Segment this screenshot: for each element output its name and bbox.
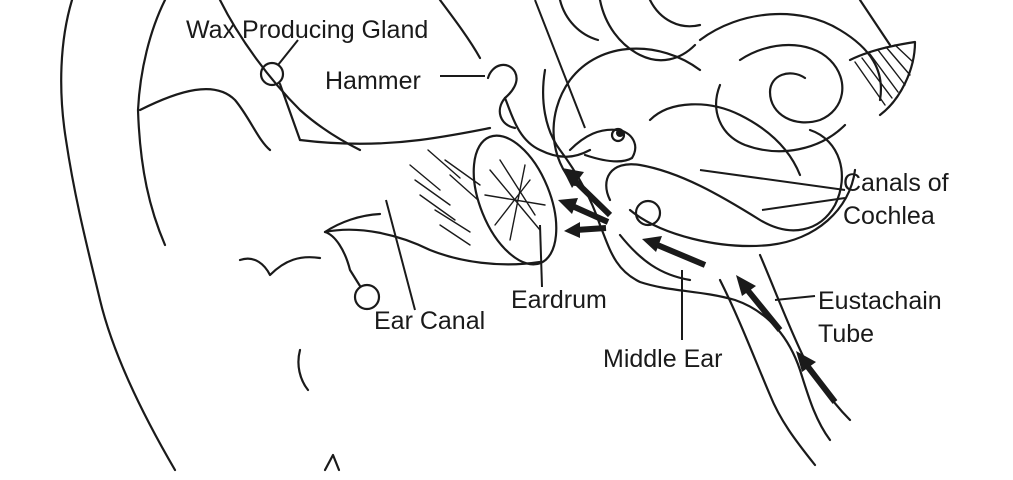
label-eustachian-line2: Tube — [818, 320, 874, 348]
ear-canal-walls — [298, 126, 542, 266]
label-canals-line1: Canals of — [843, 169, 949, 197]
arrow-4 — [653, 241, 707, 268]
ear-canal-leader — [385, 199, 416, 311]
wax-gland-lower — [323, 212, 382, 311]
label-eardrum: Eardrum — [511, 286, 607, 314]
auditory-nerve — [848, 0, 917, 117]
leader-lines — [277, 0, 846, 340]
eardrum-leader — [539, 224, 543, 288]
wax-gland-upper — [259, 61, 302, 142]
canals-leader-a — [699, 169, 846, 191]
sound-arrows — [558, 168, 838, 404]
arrow-6 — [802, 361, 838, 404]
label-canals-line2: Cochlea — [843, 202, 935, 230]
label-ear-canal: Ear Canal — [374, 307, 485, 335]
arrow-3 — [575, 225, 607, 233]
arrow-2 — [568, 202, 610, 225]
stirrup-leader — [534, 0, 586, 129]
arrow-1 — [569, 175, 613, 218]
label-hammer: Hammer — [325, 67, 421, 95]
outer-ear — [60, 0, 482, 472]
arrow-5 — [742, 285, 783, 332]
label-eustachian-line1: Eustachain — [818, 287, 942, 315]
canals-leader-b — [761, 197, 846, 211]
eustachian-leader — [774, 295, 816, 301]
label-wax-producing-gland: Wax Producing Gland — [186, 16, 428, 44]
cochlea — [552, 0, 883, 248]
wax-gland-leader — [277, 39, 299, 66]
ossicle-chain — [568, 127, 637, 163]
hammer-bone — [486, 63, 592, 158]
label-middle-ear: Middle Ear — [603, 345, 723, 373]
